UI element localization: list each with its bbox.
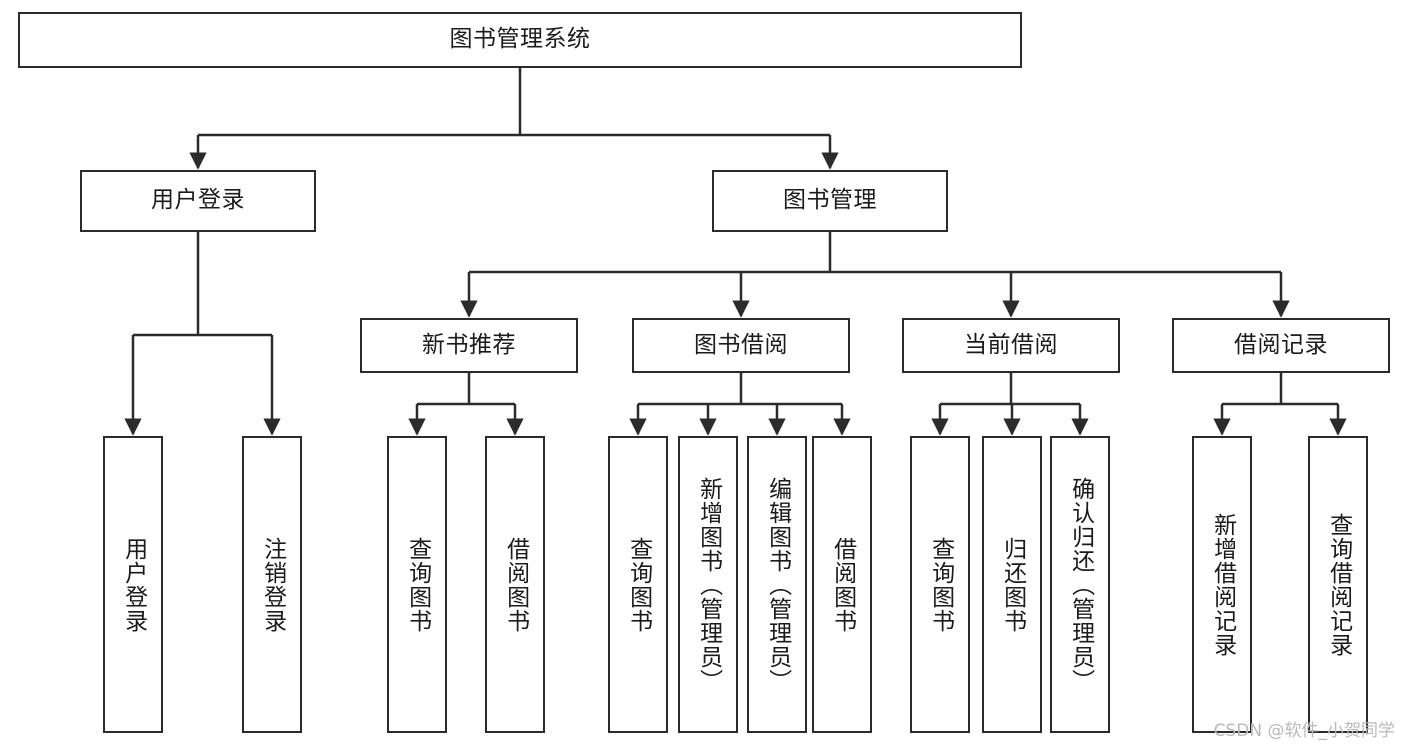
node-root[interactable]: 图书管理系统 <box>18 12 1022 68</box>
node-label-leaf-add-book: 新增图书（管理员） <box>695 476 722 693</box>
node-label-leaf-query-record: 查询借阅记录 <box>1325 512 1352 657</box>
node-label-leaf-query-book-2: 查询图书 <box>625 536 652 633</box>
node-label-current-borrow: 当前借阅 <box>964 331 1058 358</box>
node-leaf-query-book-1[interactable]: 查询图书 <box>387 436 447 733</box>
node-user-login[interactable]: 用户登录 <box>80 170 316 232</box>
node-label-root: 图书管理系统 <box>449 26 591 53</box>
node-label-book-borrow: 图书借阅 <box>694 331 788 358</box>
node-leaf-add-record[interactable]: 新增借阅记录 <box>1192 436 1252 733</box>
node-label-new-book-rec: 新书推荐 <box>422 331 516 358</box>
node-label-leaf-confirm-return: 确认归还（管理员） <box>1067 476 1094 693</box>
node-leaf-user-login[interactable]: 用户登录 <box>103 436 163 733</box>
node-book-borrow[interactable]: 图书借阅 <box>632 318 850 373</box>
node-leaf-return-book[interactable]: 归还图书 <box>982 436 1042 733</box>
node-label-borrow-record: 借阅记录 <box>1234 331 1328 358</box>
node-borrow-record[interactable]: 借阅记录 <box>1172 318 1390 373</box>
node-leaf-confirm-return[interactable]: 确认归还（管理员） <box>1050 436 1110 733</box>
node-leaf-borrow-book-2[interactable]: 借阅图书 <box>812 436 872 733</box>
node-label-leaf-edit-book: 编辑图书（管理员） <box>764 476 791 693</box>
node-book-manage[interactable]: 图书管理 <box>712 170 948 232</box>
node-label-leaf-borrow-book-2: 借阅图书 <box>829 536 856 633</box>
node-new-book-rec[interactable]: 新书推荐 <box>360 318 578 373</box>
node-label-leaf-query-book-1: 查询图书 <box>404 536 431 633</box>
node-label-user-login: 用户登录 <box>151 187 245 214</box>
node-leaf-query-book-3[interactable]: 查询图书 <box>910 436 970 733</box>
node-current-borrow[interactable]: 当前借阅 <box>902 318 1120 373</box>
node-label-leaf-borrow-book-1: 借阅图书 <box>502 536 529 633</box>
node-leaf-user-logout[interactable]: 注销登录 <box>242 436 302 733</box>
node-label-book-manage: 图书管理 <box>783 187 877 214</box>
node-leaf-edit-book[interactable]: 编辑图书（管理员） <box>747 436 807 733</box>
node-label-leaf-user-logout: 注销登录 <box>259 536 286 633</box>
node-label-leaf-user-login: 用户登录 <box>120 536 147 633</box>
node-leaf-borrow-book-1[interactable]: 借阅图书 <box>485 436 545 733</box>
node-leaf-add-book[interactable]: 新增图书（管理员） <box>678 436 738 733</box>
watermark-text: CSDN @软件_小贺同学 <box>1213 721 1395 741</box>
node-leaf-query-record[interactable]: 查询借阅记录 <box>1308 436 1368 733</box>
node-label-leaf-query-book-3: 查询图书 <box>927 536 954 633</box>
node-label-leaf-return-book: 归还图书 <box>999 536 1026 633</box>
node-leaf-query-book-2[interactable]: 查询图书 <box>608 436 668 733</box>
node-label-leaf-add-record: 新增借阅记录 <box>1209 512 1236 657</box>
